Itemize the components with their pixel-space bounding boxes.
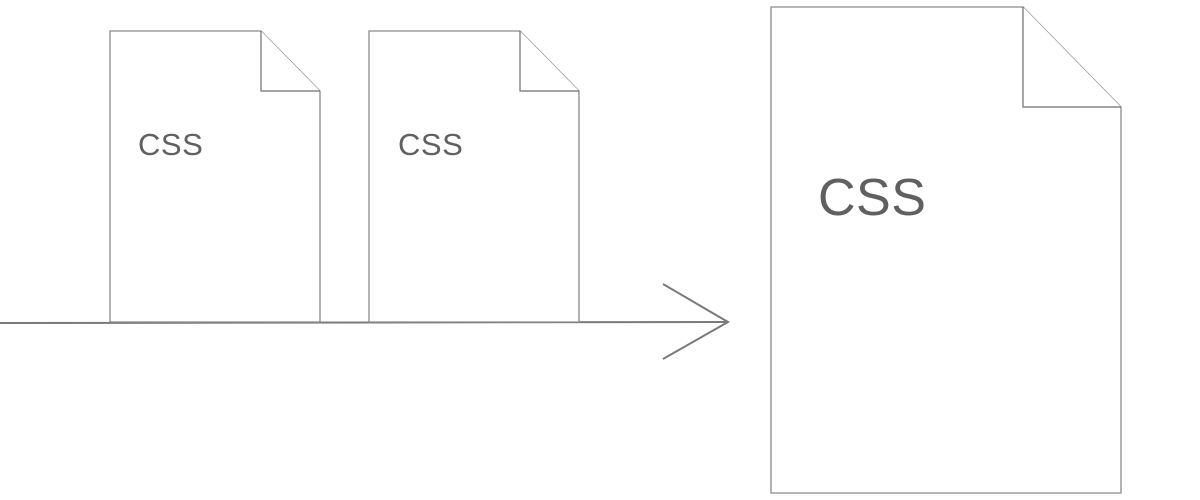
document-icon (368, 30, 580, 323)
source-file-1-label: CSS (138, 127, 204, 162)
source-file-2-label: CSS (398, 127, 464, 162)
result-file-label: CSS (818, 169, 927, 227)
document-icon (109, 30, 321, 323)
arrow-right-icon (0, 283, 731, 360)
document-icon (770, 6, 1122, 494)
